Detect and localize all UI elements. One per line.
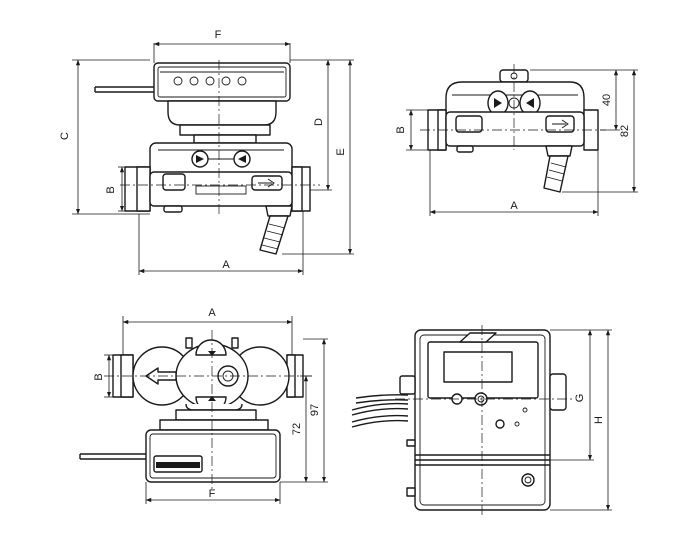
plan-dim-label-A: A: [208, 307, 216, 319]
plan-cable: [79, 453, 146, 460]
dim-label-E: E: [335, 148, 347, 155]
dim-label-F: F: [215, 29, 222, 41]
dim-label-D: D: [313, 118, 325, 126]
view-front: F C B D E A: [59, 29, 354, 275]
top-unit-buttons: [160, 71, 284, 86]
dim-label-A: A: [222, 259, 230, 271]
cable: [94, 86, 154, 93]
flow-disc: [191, 150, 251, 168]
side-flow-disc: [487, 90, 541, 116]
temperature-probe: [259, 205, 293, 255]
dim-label-C: C: [59, 132, 71, 140]
unit-dim-label-H: H: [593, 416, 605, 424]
plan-dim-label-F: F: [209, 488, 216, 500]
view-display-unit: G H: [351, 325, 612, 515]
plan-dim-label-97: 97: [309, 404, 321, 416]
side-temperature-probe: [543, 145, 573, 193]
display-cables: [351, 394, 409, 428]
side-dim-label-A: A: [510, 200, 518, 212]
view-side: B A 40 82: [395, 64, 638, 216]
plan-dim-label-72: 72: [291, 423, 303, 435]
dim-label-B: B: [105, 186, 117, 193]
side-dim-label-82: 82: [619, 125, 631, 137]
side-dim-label-40: 40: [601, 94, 613, 106]
unit-dim-label-G: G: [574, 394, 586, 403]
side-dim-label-B: B: [395, 126, 407, 133]
view-plan: A B 97 72 F: [79, 307, 328, 504]
plan-dim-label-B: B: [93, 373, 105, 380]
